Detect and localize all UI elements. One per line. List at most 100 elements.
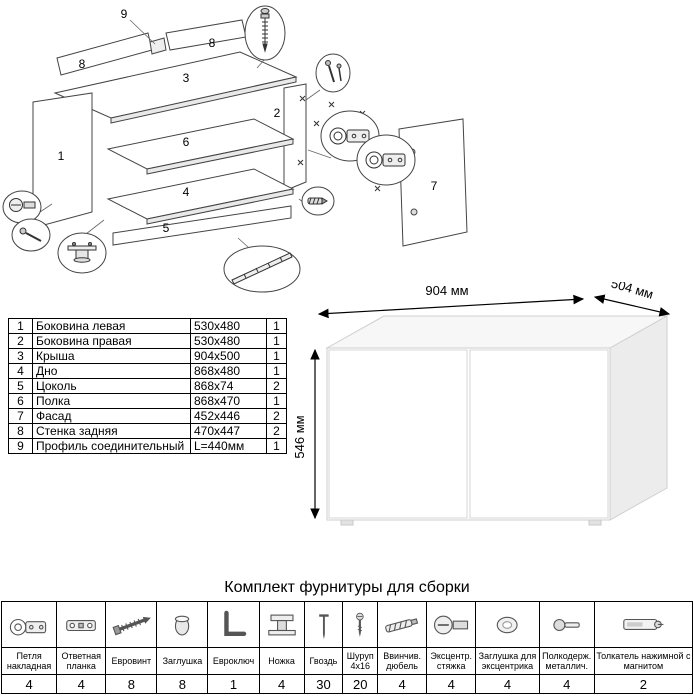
- part-name: Крыша: [32, 348, 191, 364]
- mounting-plate-icon: [66, 619, 97, 631]
- part-size: 868x480: [190, 363, 267, 379]
- parts-table-row: 9 Профиль соединительный L=440мм 1: [8, 438, 287, 454]
- dimension-annotations: 904 мм 504 мм 546 мм: [295, 282, 671, 520]
- push-opener-icon: [623, 618, 664, 630]
- hex-key-icon: [224, 610, 247, 636]
- callout-leg: [57, 232, 107, 274]
- part-number: 8: [8, 423, 33, 439]
- part-label-bottom: 4: [183, 185, 190, 199]
- hardware-qty-row: 4 4 8 8 1 4 30 20 4 4 4 4 2: [0, 674, 694, 694]
- hinge-icon: [9, 618, 47, 635]
- part-size: 868x470: [190, 393, 267, 409]
- part-label-profile: 9: [121, 7, 128, 21]
- part-qty: 1: [266, 348, 287, 364]
- part-size: L=440мм: [190, 438, 267, 454]
- part-number: 7: [8, 408, 33, 424]
- hardware-item-qty: 4: [0, 674, 58, 694]
- hardware-item-qty: 1: [207, 674, 260, 694]
- cabinet-top-face: [325, 315, 669, 349]
- hardware-item-label: Толкатель нажимной с магнитом: [593, 647, 694, 675]
- cap-icon: [175, 615, 190, 635]
- hardware-item-qty: 4: [475, 674, 540, 694]
- parts-table-row: 7 Фасад 452x446 2: [8, 408, 287, 424]
- hardware-icons-row: [0, 601, 694, 648]
- part-size: 868x74: [190, 378, 267, 394]
- hardware-item-label: Полкодерж. металлич.: [538, 647, 595, 675]
- width-dimension-arrow: [317, 294, 585, 319]
- part-name: Стенка задняя: [32, 423, 191, 439]
- width-dimension-label: 904 мм: [425, 283, 468, 298]
- parts-table-row: 1 Боковина левая 530x480 1: [8, 318, 287, 334]
- parts-table-row: 2 Боковина правая 530x480 1: [8, 333, 287, 349]
- shelf-pin-icon: [552, 618, 580, 631]
- assembled-view-diagram: 904 мм 504 мм 546 мм: [295, 282, 671, 526]
- depth-dimension-arrow: [593, 294, 671, 317]
- hinge-hole: [410, 208, 418, 216]
- hardware-item-qty: 4: [538, 674, 595, 694]
- part-qty: 2: [266, 408, 287, 424]
- part-number: 3: [8, 348, 33, 364]
- parts-table: 1 Боковина левая 530x480 1 2 Боковина пр…: [8, 318, 287, 454]
- hardware-item-label: Евровинт: [105, 647, 158, 675]
- part-number: 5: [8, 378, 33, 394]
- parts-table-row: 6 Полка 868x470 1: [8, 393, 287, 409]
- cabinet-door-right: [469, 349, 609, 519]
- part-size: 530x480: [190, 318, 267, 334]
- nail-icon: [318, 613, 329, 639]
- part-qty: 1: [266, 333, 287, 349]
- hardware-item-label: Заглушка для эксцентрика: [475, 647, 540, 675]
- hardware-item-label: Ножка: [258, 647, 305, 675]
- callout-euroscrew: [244, 5, 286, 61]
- screw-marks: [297, 95, 381, 192]
- parts-table-row: 3 Крыша 904x500 1: [8, 348, 287, 364]
- hardware-kit-title: Комплект фурнитуры для сборки: [224, 579, 470, 596]
- plinth-panel: [112, 205, 292, 246]
- depth-dimension-label: 504 мм: [609, 282, 655, 302]
- hardware-item-label: Гвоздь: [303, 647, 344, 675]
- part-size: 530x480: [190, 333, 267, 349]
- height-dimension-label: 546 мм: [295, 415, 307, 458]
- part-label-left-side: 1: [58, 149, 65, 163]
- hardware-item-qty: 8: [156, 674, 209, 694]
- hardware-item-label: Шуруп 4x16: [342, 647, 379, 675]
- part-qty: 1: [266, 318, 287, 334]
- part-name: Боковина левая: [32, 318, 191, 334]
- hardware-kit-table: Петля накладная Ответная планка Евровинт…: [0, 601, 694, 694]
- part-name: Боковина правая: [32, 333, 191, 349]
- part-name: Профиль соединительный: [32, 438, 191, 454]
- back-panel-right: [165, 19, 247, 51]
- foot-icon: [267, 614, 296, 635]
- hardware-item-qty: 4: [56, 674, 107, 694]
- hardware-item-qty: 2: [593, 674, 694, 694]
- hardware-item-qty: 30: [303, 674, 344, 694]
- cabinet-panels: [32, 19, 468, 247]
- right-side-panel: [283, 83, 307, 192]
- cabinet-door-left: [328, 349, 468, 519]
- cam-cap-icon: [496, 616, 518, 633]
- part-number: 1: [8, 318, 33, 334]
- part-qty: 2: [266, 378, 287, 394]
- back-panel-left: [56, 32, 153, 76]
- callout-cam-lock: [2, 190, 51, 252]
- callout-screws: [315, 53, 351, 93]
- part-number: 4: [8, 363, 33, 379]
- part-number: 2: [8, 333, 33, 349]
- hardware-labels-row: Петля накладная Ответная планка Евровинт…: [0, 647, 694, 675]
- part-qty: 1: [266, 393, 287, 409]
- part-qty: 2: [266, 423, 287, 439]
- hardware-item-label: Ввинчив. дюбель: [377, 647, 428, 675]
- cabinet-right-face: [609, 315, 668, 521]
- cabinet-foot: [340, 519, 354, 526]
- hardware-item-qty: 4: [258, 674, 305, 694]
- hardware-item-qty: 20: [342, 674, 379, 694]
- callout-hinges: [320, 110, 416, 186]
- part-size: 470x447: [190, 423, 267, 439]
- part-name: Полка: [32, 393, 191, 409]
- part-number-labels: 9 8 8 3 1 2 6 4 5 7: [58, 7, 438, 235]
- hardware-item-label: Евроключ: [207, 647, 260, 675]
- cabinet-body: [325, 315, 669, 526]
- part-label-plinth: 5: [163, 221, 170, 235]
- part-label-back-left: 8: [79, 57, 86, 71]
- part-qty: 1: [266, 438, 287, 454]
- hardware-item-qty: 4: [377, 674, 428, 694]
